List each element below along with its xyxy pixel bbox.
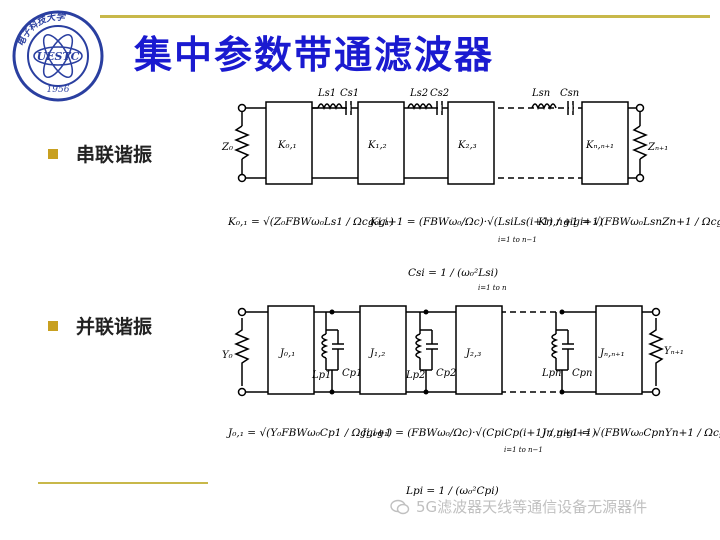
formula-jnn1: Jn,n+1 = √(FBWω₀CpnYn+1 / Ωcgngn+1) [540, 427, 720, 439]
capacitor-label: Cpn [572, 368, 593, 379]
formula-knn1: Kn,n+1 = √(FBWω₀LsnZn+1 / Ωcgngn+1) [537, 216, 720, 228]
formula-csi: Csi = 1 / (ω₀²Lsi) [408, 267, 498, 279]
top-rule [100, 15, 710, 18]
inverter-label: J₀,₁ [278, 348, 295, 359]
source-impedance-label: Z₀ [221, 142, 233, 153]
junction-dot [559, 309, 565, 315]
formula-k01: K₀,₁ = √(Z₀FBWω₀Ls1 / Ωcg₀g₁) [227, 216, 394, 228]
watermark-text: 5G滤波器天线等通信设备无源器件 [416, 498, 648, 516]
junction-dot [329, 389, 335, 395]
terminal-dot [651, 307, 661, 317]
bullet-label: 并联谐振 [76, 316, 153, 338]
inductor-label: Ls1 [317, 88, 336, 99]
range-csi: i=1 to n [478, 284, 507, 292]
inductor-label: Lsn [531, 88, 550, 99]
logo-center-text: UESTC [37, 50, 80, 63]
bullet-marker [48, 320, 58, 331]
inverter-label: Jₙ,ₙ₊₁ [598, 348, 625, 359]
formula-j01: J₀,₁ = √(Y₀FBWω₀Cp1 / Ωcg₀g₁) [226, 427, 392, 439]
capacitor-label: Cp1 [342, 368, 362, 379]
bullet-marker [48, 148, 58, 159]
junction-dot [423, 389, 429, 395]
capacitor-label: Csn [560, 88, 579, 99]
inverter-label: J₁,₂ [368, 348, 385, 359]
watermark: 5G滤波器天线等通信设备无源器件 [390, 496, 647, 517]
bullet-parallel-resonance: 并联谐振 [48, 312, 152, 339]
bullet-label: 串联谐振 [76, 144, 153, 166]
terminal-dot [635, 173, 645, 183]
terminal-dot [237, 307, 247, 317]
slide-title: 集中参数带通滤波器 [134, 33, 495, 77]
terminal-dot [237, 173, 247, 183]
range-jii1: i=1 to n−1 [504, 446, 543, 454]
wechat-icon [390, 499, 410, 514]
junction-dot [329, 309, 335, 315]
terminal-dot [651, 387, 661, 397]
capacitor-label: Cp2 [436, 368, 456, 379]
inverter-label: Kₙ,ₙ₊₁ [585, 140, 614, 151]
bottom-rule [38, 482, 208, 484]
capacitor-label: Cs1 [340, 88, 359, 99]
junction-dot [423, 309, 429, 315]
university-logo: 电子科技大学 UESTC 1956 [12, 10, 104, 102]
inductor-label: Lp1 [311, 370, 331, 381]
inverter-label: J₂,₃ [464, 348, 481, 359]
capacitor-label: Cs2 [430, 88, 449, 99]
inductor-label: Lp2 [405, 370, 425, 381]
range-kii1: i=1 to n−1 [498, 236, 537, 244]
terminal-dot [237, 387, 247, 397]
load-admittance-label: Yₙ₊₁ [664, 346, 684, 357]
inductor-label: Ls2 [409, 88, 428, 99]
terminal-dot [237, 103, 247, 113]
terminal-dot [635, 103, 645, 113]
bullet-series-resonance: 串联谐振 [48, 140, 152, 167]
inverter-label: K₁,₂ [367, 140, 387, 151]
inverter-label: K₂,₃ [457, 140, 477, 151]
inverter-label: K₀,₁ [277, 140, 297, 151]
inductor-label: Lpn [541, 368, 561, 379]
formula-kii1: Ki,i+1 = (FBWω₀/Ωc)·√(LsiLs(i+1) / gigi+… [369, 216, 603, 228]
load-impedance-label: Zₙ₊₁ [647, 142, 668, 153]
formula-jii1: Ji,i+1 = (FBWω₀/Ωc)·√(CpiCp(i+1) / gigi+… [360, 427, 596, 439]
source-admittance-label: Y₀ [222, 350, 233, 361]
formula-lpi: Lpi = 1 / (ω₀²Cpi) [405, 485, 499, 497]
junction-dot [559, 389, 565, 395]
logo-year: 1956 [47, 85, 70, 95]
